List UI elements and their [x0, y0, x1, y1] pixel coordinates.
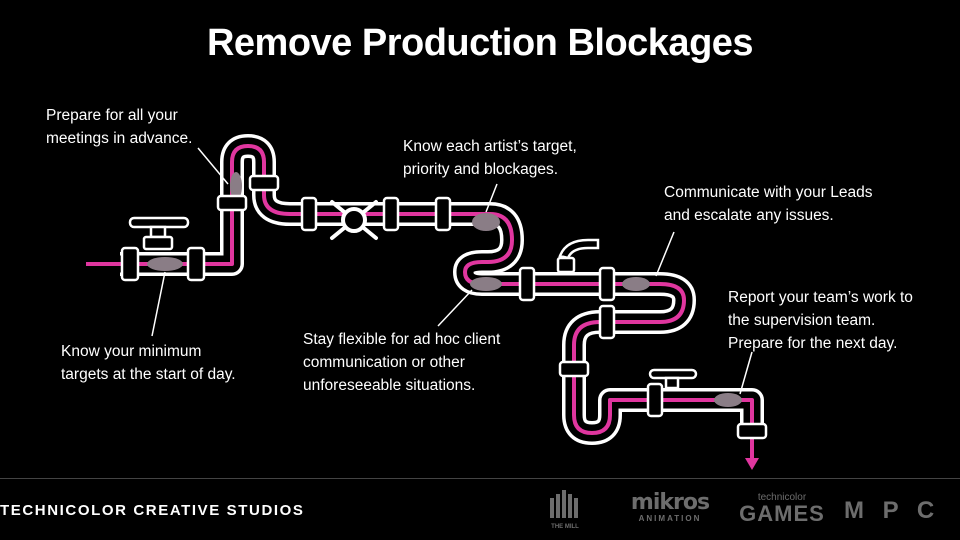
- mikros-logo: mikros ANIMATION: [630, 490, 710, 524]
- coupling: [598, 304, 616, 340]
- coupling: [120, 246, 140, 282]
- callout-line-artists: [485, 183, 498, 213]
- note-meetings: Prepare for all your meetings in advance…: [46, 107, 193, 147]
- butterfly-valve: [330, 200, 378, 240]
- coupling: [216, 194, 248, 212]
- company-name: TECHNICOLOR CREATIVE STUDIOS: [0, 502, 305, 519]
- flow-line: [88, 144, 754, 460]
- blockage: [472, 213, 500, 231]
- note-targets: Know your minimum targets at the start o…: [61, 343, 236, 383]
- couplings: [120, 174, 768, 440]
- blockage: [147, 257, 183, 271]
- note-report: Report your team’s work to the supervisi…: [728, 289, 913, 352]
- blockage-clumps: [147, 172, 742, 407]
- mikros-sub: ANIMATION: [638, 514, 702, 523]
- coupling: [248, 174, 280, 192]
- callout-lines: [151, 147, 753, 395]
- the-mill-logo: THE MILL: [548, 490, 582, 530]
- coupling: [186, 246, 206, 282]
- footer-divider: [0, 478, 960, 479]
- callout-line-flexible: [437, 289, 473, 327]
- callout-line-report: [739, 351, 753, 395]
- callout-line-leads: [655, 231, 675, 277]
- slide-title: Remove Production Blockages: [206, 22, 754, 64]
- blockage: [714, 393, 742, 407]
- callout-line-targets: [151, 271, 166, 337]
- coupling: [598, 266, 616, 302]
- pipeline-illustration: [86, 134, 768, 470]
- flow-outlet-arrow: [745, 458, 759, 470]
- blockage: [622, 277, 650, 291]
- the-mill-label: THE MILL: [551, 524, 579, 530]
- coupling: [646, 382, 664, 418]
- mpc-logo: M P C: [844, 497, 941, 524]
- pipe-run: [86, 134, 764, 460]
- valve-lever-middle: [556, 238, 600, 274]
- blockage: [470, 277, 502, 291]
- note-leads: Communicate with your Leads and escalate…: [664, 184, 873, 224]
- coupling: [300, 196, 318, 232]
- technicolor-games-logo: technicolor GAMES: [736, 492, 828, 525]
- mikros-wordmark: mikros: [630, 490, 710, 515]
- note-flexible: Stay flexible for ad hoc client communic…: [303, 331, 501, 394]
- the-mill-icon: [550, 490, 578, 518]
- coupling: [736, 422, 768, 440]
- valve-handle-right: [648, 368, 698, 390]
- technicolor-games-wordmark: GAMES: [739, 501, 825, 526]
- coupling: [434, 196, 452, 232]
- note-artists: Know each artist’s target, priority and …: [403, 138, 577, 178]
- coupling: [518, 266, 536, 302]
- coupling: [558, 360, 590, 378]
- coupling: [382, 196, 400, 232]
- blockage: [230, 172, 242, 200]
- technicolor-games-top: technicolor: [757, 492, 807, 503]
- callout-line-meetings: [197, 147, 229, 185]
- valve-handle-left: [128, 216, 190, 251]
